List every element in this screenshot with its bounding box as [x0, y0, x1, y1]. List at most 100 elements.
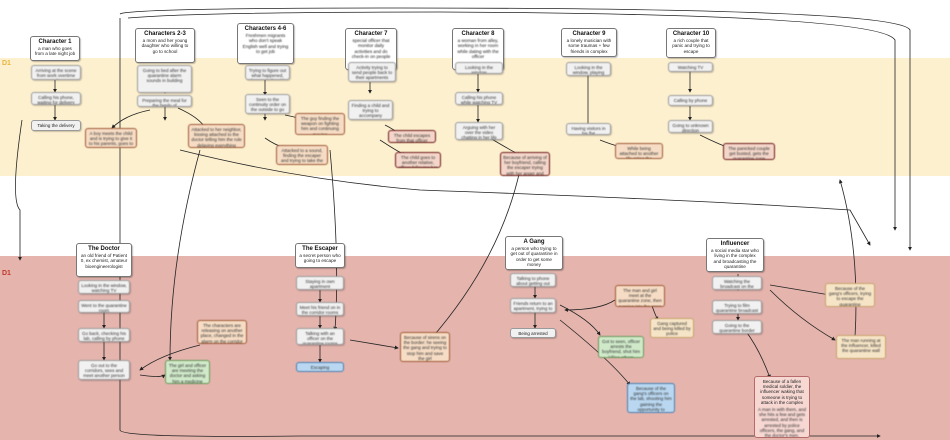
characters-2-3-desc: a mom and her young daughter who willing… — [141, 38, 189, 54]
connector-infl-pink2 — [744, 329, 771, 379]
connector-doctor-green — [139, 374, 166, 379]
character-7-desc: special officer that monitor daily activ… — [351, 38, 391, 60]
doctor-step-1[interactable]: Looking in the window, watching TV — [78, 280, 130, 294]
escaper-step-2[interactable]: Meet his friend on in the corridor rooms — [296, 302, 344, 316]
influencer-header[interactable]: Influencer a social media star who livin… — [706, 238, 764, 272]
characters-4-6-header[interactable]: Characters 4-6 Freshmen migrants who don… — [237, 23, 294, 64]
characters-2-3-header[interactable]: Characters 2-3 a mom and her young daugh… — [135, 28, 195, 63]
escaper-sync-sirens[interactable]: Because of sirens on the border: he seei… — [400, 332, 450, 362]
character-10-header[interactable]: Character 10 a rich couple that panic an… — [666, 28, 716, 58]
c1-step-3[interactable]: Taking the delivery — [31, 120, 81, 131]
c8-step-2[interactable]: Calling his phone while watching TV — [455, 92, 503, 105]
gang-desc: a person who trying to get out of quaran… — [510, 246, 558, 268]
gang-step-1[interactable]: Talking to phone about getting out — [510, 273, 556, 287]
doctor-name: The Doctor — [88, 246, 120, 252]
character-8-desc: a woman from alley, working in her room … — [457, 38, 499, 60]
character-1-header[interactable]: Character 1 a man who goes from a late n… — [30, 36, 80, 61]
c46-sync-guy[interactable]: The guy finding the weapon on fighting h… — [295, 113, 345, 135]
gang-header[interactable]: A Gang a person who trying to get out of… — [505, 236, 563, 270]
connector-escaper-sync — [349, 339, 399, 350]
influencer-pink-body: A man in with them, and she hits a few a… — [757, 407, 807, 438]
character-1-desc: a man who goes from a late night job — [34, 46, 76, 57]
influencer-pink-title: Because of a fallen medical soldier, the… — [760, 379, 804, 405]
connector-left-loop — [15, 119, 23, 261]
doctor-step-3[interactable]: Go back, checking his lab, calling by ph… — [78, 328, 130, 342]
character-9-desc: a lonely musician with some traumas + fe… — [566, 38, 612, 54]
c7-step-2[interactable]: Finding a child and trying to accompany … — [348, 100, 393, 120]
c23-step-1[interactable]: Going to bed after the quarantine alarm … — [137, 65, 192, 93]
escaper-step-3[interactable]: Talking with an officer on the quarantin… — [296, 328, 344, 345]
c1-step-2[interactable]: Calling his phone, waiting for delivery — [31, 92, 81, 105]
characters-4-6-name: Characters 4-6 — [244, 26, 287, 32]
gang-blue-lab[interactable]: Because of the gang's officers on the la… — [627, 383, 675, 413]
c7-sync-escape[interactable]: The child escapes from that officer — [388, 130, 436, 143]
influencer-sync-running[interactable]: The man running at the influencer, kille… — [836, 335, 886, 359]
c9-step-2[interactable]: Having visitors in his flat — [566, 123, 611, 135]
gang-tan-captured[interactable]: Gang captured and being killed by police — [650, 318, 694, 338]
gang-green-arrest[interactable]: Got to seen, officer arrests the boyfrie… — [598, 336, 644, 358]
c7-sync-relative[interactable]: The child goes to another relative, offi… — [395, 152, 441, 168]
doctor-header[interactable]: The Doctor an old friend of Patient 0, e… — [76, 243, 132, 277]
connector-cross-1 — [179, 149, 871, 246]
doctor-step-4[interactable]: Go out to the corridors, sees and meet a… — [78, 360, 130, 380]
doctor-desc: an old friend of Patient 0, ex chemist, … — [80, 253, 128, 269]
influencer-desc: a social media star who living in the co… — [710, 248, 759, 270]
connector-gang-sync1 — [564, 299, 616, 312]
character-8-name: Character 8 — [461, 31, 495, 37]
c10-step-1[interactable]: Watching TV — [668, 62, 713, 72]
c8-sync-boyfriend[interactable]: Because of arriving of her boyfriend, ca… — [500, 152, 550, 176]
c10-step-3[interactable]: Going to unknown direction — [668, 120, 713, 133]
escaper-desc: a secret person who going to escape — [299, 253, 341, 264]
character-9-name: Character 9 — [572, 31, 606, 37]
c8-step-1[interactable]: Looking in the window — [455, 62, 503, 74]
influencer-step-1[interactable]: Watching the broadcast on the complex — [712, 276, 762, 290]
influencer-step-2[interactable]: Trying to film quarantine broadcast — [712, 300, 762, 314]
escaper-step-1[interactable]: Staying in own apartment — [296, 276, 344, 290]
connector-infl-pink — [769, 289, 836, 341]
gang-sync-meet[interactable]: The man and girl meet at the quarantine … — [615, 285, 665, 307]
influencer-pink-fallen[interactable]: Because of a fallen medical soldier, the… — [754, 376, 810, 438]
c1-step-1[interactable]: Arriving at the scene from work overtime… — [31, 65, 81, 80]
character-9-header[interactable]: Character 9 a lonely musician with some … — [561, 28, 617, 57]
character-1-name: Character 1 — [38, 39, 72, 45]
band-label-bottom: D1 — [2, 270, 11, 277]
connector-infl-sync1 — [769, 284, 831, 297]
gang-name: A Gang — [523, 239, 545, 245]
connector-cross-3 — [429, 169, 521, 341]
c7-step-1[interactable]: Activity trying to send people back to t… — [348, 62, 396, 82]
gang-step-3[interactable]: Being arrested — [510, 328, 556, 338]
c10-step-2[interactable]: Calling by phone — [668, 95, 713, 106]
connector-top-loop-2 — [127, 11, 897, 231]
escaper-name: The Escaper — [302, 246, 338, 252]
influencer-sync-escape[interactable]: Because of the gang's officers, trying t… — [825, 283, 875, 307]
c9-step-1[interactable]: Looking in the window, playing music — [566, 62, 611, 76]
connector-c23-sync — [111, 109, 151, 129]
characters-4-6-desc: Freshmen migrants who don't speak Englis… — [242, 33, 289, 55]
c46-sync-attack[interactable]: Attacked to her neighbor, kissing attach… — [188, 124, 245, 148]
connector-top-loop-1 — [119, 7, 912, 251]
character-10-name: Character 10 — [672, 31, 710, 37]
c9-sync-attached[interactable]: While being attached to another life rat… — [615, 143, 663, 159]
influencer-step-3[interactable]: Going to the quarantine border and gets … — [712, 320, 762, 334]
escaper-header[interactable]: The Escaper a secret person who going to… — [295, 243, 345, 268]
doctor-step-2[interactable]: Went to the quarantine room — [78, 300, 130, 313]
c23-step-2[interactable]: Preparing the meal for the family of qua… — [137, 95, 192, 107]
c46-step-1[interactable]: Trying to figure out what happened, alar… — [245, 65, 290, 80]
doctor-sync-alarm[interactable]: The characters are releasing on another … — [197, 320, 247, 344]
c23-sync-boy[interactable]: A boy meets the child and is trying to g… — [85, 128, 137, 148]
escaper-blue-escaping[interactable]: Escaping — [296, 362, 344, 372]
character-10-desc: a rich couple that panic and trying to e… — [672, 38, 710, 54]
c10-sync-panic[interactable]: The panicked couple get busted, gets the… — [723, 143, 775, 160]
character-7-name: Character 7 — [354, 31, 388, 37]
characters-2-3-name: Characters 2-3 — [144, 31, 186, 37]
doctor-green-meet[interactable]: The girl and officer are meeting the doc… — [165, 360, 210, 384]
c46-step-2[interactable]: Seen to the continuity order on the outs… — [245, 94, 290, 114]
influencer-name: Influencer — [720, 241, 750, 247]
connector-doctor-sync — [139, 344, 201, 371]
connector-left-loop-2 — [119, 18, 881, 438]
band-label-top: D1 — [2, 60, 11, 67]
c46-sync-sound[interactable]: Attacked to a sound, finding the escaper… — [276, 145, 328, 165]
c8-step-3[interactable]: Arguing with her over the video chatting… — [455, 122, 503, 140]
gang-step-2[interactable]: Friends return to an apartment, trying t… — [510, 298, 556, 313]
